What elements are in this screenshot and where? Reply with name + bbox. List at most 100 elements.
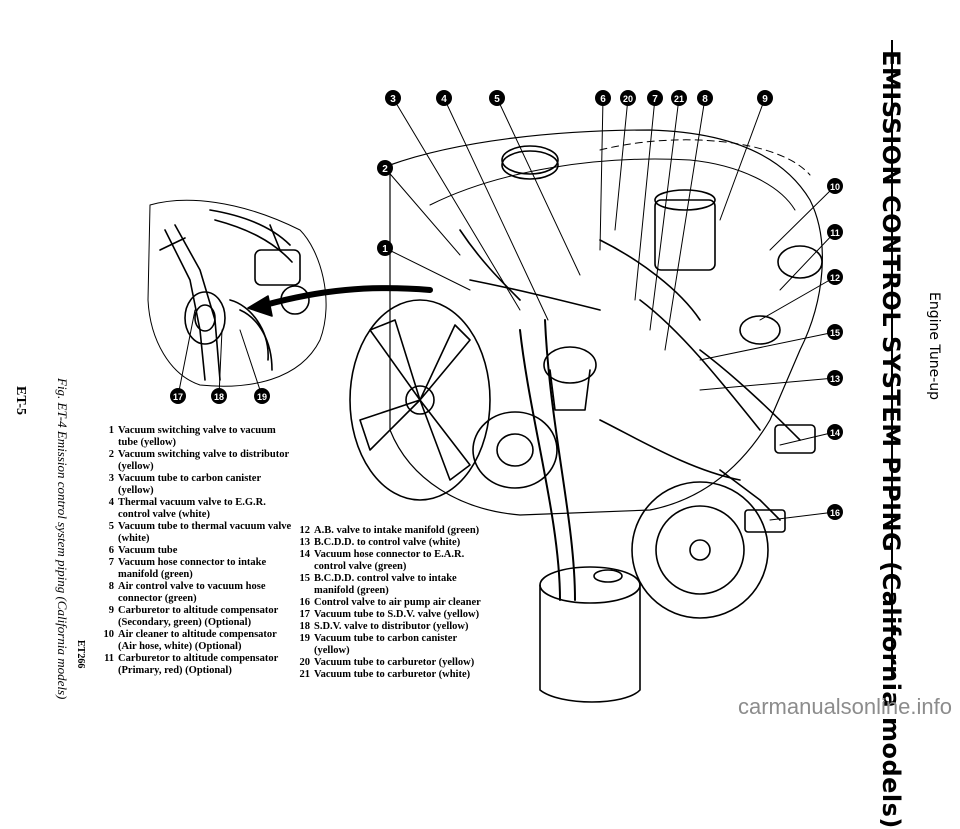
legend-item: 2 Vacuum switching valve to distributor (…	[100, 449, 293, 473]
callout-label: 21	[674, 94, 684, 104]
callout-label: 19	[257, 392, 267, 402]
leader-lines	[177, 97, 836, 521]
legend-number: 1	[108, 425, 114, 436]
watermark: carmanualsonline.info	[737, 694, 952, 719]
legend-item: 8 Air control valve to vacuum hose connec…	[100, 581, 293, 605]
callout-18: 18	[211, 388, 227, 404]
legend-item: 4 Thermal vacuum valve to E.G.R. control …	[100, 497, 293, 521]
callout-13: 13	[827, 370, 843, 386]
callout-label: 1	[382, 244, 388, 255]
header-rule	[891, 40, 893, 680]
callout-label: 5	[494, 94, 500, 105]
callout-21: 21	[671, 90, 687, 106]
legend-text: Vacuum tube to carburetor (white)	[314, 669, 471, 680]
callout-11: 11	[827, 224, 843, 240]
engine-diagram: 1 2 3 4 5 6 20 7 21 8 9 10 11 12 15 13 1…	[147, 90, 843, 703]
callout-label: 3	[390, 94, 396, 105]
legend-number: 6	[108, 545, 114, 556]
callout-label: 9	[762, 94, 768, 105]
legend-number: 2	[108, 449, 114, 460]
legend-text: Vacuum tube to thermal vacuum valve (whi…	[118, 521, 292, 544]
legend-text: Carburetor to altitude compensator (Prim…	[118, 653, 279, 676]
callout-2: 2	[377, 160, 393, 176]
legend-text: Vacuum hose connector to E.A.R. control …	[314, 549, 465, 572]
legend-text: Air control valve to vacuum hose connect…	[118, 581, 266, 604]
callout-label: 13	[830, 374, 840, 384]
legend-number: 7	[108, 557, 114, 568]
callout-label: 20	[623, 94, 633, 104]
engine-drawing	[349, 129, 823, 703]
legend-text: Vacuum tube to carbon canister (yellow)	[118, 473, 261, 496]
legend-text: A.B. valve to intake manifold (green)	[314, 525, 480, 536]
callout-15: 15	[827, 324, 843, 340]
legend-text: Vacuum switching valve to vacuum tube (y…	[118, 425, 276, 448]
callout-label: 4	[441, 94, 447, 105]
legend-number: 11	[104, 653, 114, 664]
callout-label: 16	[830, 508, 840, 518]
callout-3: 3	[385, 90, 401, 106]
legend-text: Vacuum switching valve to distributor (y…	[118, 449, 289, 472]
legend-text: S.D.V. valve to distributor (yellow)	[314, 621, 469, 632]
callout-label: 8	[702, 94, 708, 105]
callout-label: 7	[652, 94, 658, 105]
callout-label: 11	[830, 228, 840, 238]
callout-markers: 1 2 3 4 5 6 20 7 21 8 9 10 11 12 15 13 1…	[170, 90, 843, 520]
callout-label: 2	[382, 164, 388, 175]
callout-label: 15	[830, 328, 840, 338]
callout-label: 14	[830, 428, 840, 438]
callout-5: 5	[489, 90, 505, 106]
legend-number: 16	[299, 597, 311, 608]
callout-14: 14	[827, 424, 843, 440]
legend-number: 15	[299, 573, 311, 584]
inset-detail-drawing	[147, 199, 327, 387]
callout-10: 10	[827, 178, 843, 194]
callout-20: 20	[620, 90, 636, 106]
legend-number: 14	[299, 549, 311, 560]
callout-19: 19	[254, 388, 270, 404]
callout-label: 12	[830, 273, 840, 283]
carbon-canister	[539, 566, 641, 703]
legend-number: 4	[108, 497, 114, 508]
legend-text: Vacuum tube to S.D.V. valve (yellow)	[314, 609, 480, 620]
legend-number: 12	[299, 525, 311, 536]
legend-number: 18	[299, 621, 311, 632]
legend-left: 1 Vacuum switching valve to vacuum tube (…	[100, 425, 293, 677]
legend-item: 1 Vacuum switching valve to vacuum tube (…	[100, 425, 293, 449]
callout-1: 1	[377, 240, 393, 256]
legend-item: 7 Vacuum hose connector to intake manifol…	[100, 557, 293, 581]
legend-item: 11 Carburetor to altitude compensator (Pr…	[100, 653, 293, 677]
legend-item: 6 Vacuum tube	[100, 545, 293, 557]
legend-text: Thermal vacuum valve to E.G.R. control v…	[118, 497, 266, 520]
callout-label: 17	[173, 392, 183, 402]
legend-text: B.C.D.D. to control valve (white)	[314, 537, 461, 548]
legend-text: Air cleaner to altitude compensator (Air…	[118, 629, 277, 652]
legend-text: Carburetor to altitude compensator (Seco…	[118, 605, 279, 628]
legend-number: 10	[103, 629, 115, 640]
legend-item: 9 Carburetor to altitude compensator (Sec…	[100, 605, 293, 629]
callout-17: 17	[170, 388, 186, 404]
legend-number: 9	[108, 605, 114, 616]
legend-number: 13	[299, 537, 311, 548]
callout-4: 4	[436, 90, 452, 106]
legend-number: 17	[299, 609, 311, 620]
legend-text: Vacuum tube	[118, 545, 178, 556]
pointer-arrow	[262, 285, 433, 308]
cooling-fan	[349, 299, 491, 501]
callout-16: 16	[827, 504, 843, 520]
legend-text: Control valve to air pump air cleaner	[314, 597, 481, 608]
legend-text: Vacuum tube to carburetor (yellow)	[314, 657, 475, 668]
legend-number: 8	[108, 581, 114, 592]
legend-text: Vacuum hose connector to intake manifold…	[118, 557, 267, 580]
